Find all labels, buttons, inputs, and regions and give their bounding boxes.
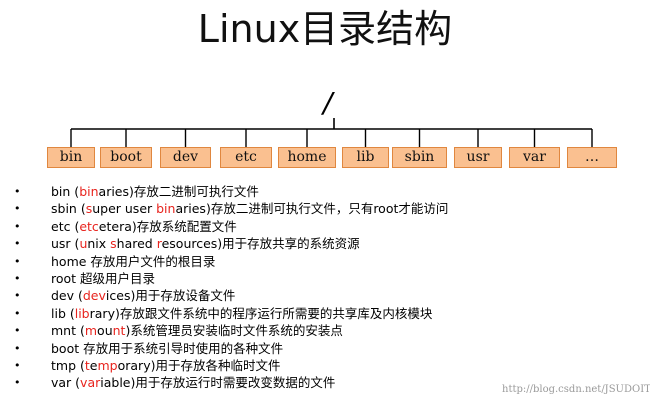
root-directory-label: / <box>323 86 333 119</box>
text-segment: lib ( <box>51 305 75 321</box>
text-segment: iable)用于存放运行时需要改变数据的文件 <box>100 375 336 391</box>
directory-box-home: home <box>278 147 336 168</box>
text-segment: esources)用于存放共享的系统资源 <box>161 236 360 252</box>
text-segment: root 超级用户目录 <box>51 270 156 286</box>
description-text: lib (library)存放跟文件系统中的程序运行所需要的共享库及内核模块 <box>51 305 432 322</box>
text-segment: hared <box>116 236 157 252</box>
text-segment: bin ( <box>51 184 80 199</box>
branch-lines <box>70 129 593 147</box>
description-text: mnt (mount)系统管理员安装临时文件系统的安装点 <box>51 322 343 339</box>
description-text: root 超级用户目录 <box>51 270 155 287</box>
description-text: bin (binaries)存放二进制可执行文件 <box>51 183 259 200</box>
text-segment: dev ( <box>51 288 83 304</box>
text-segment: nix <box>87 236 111 252</box>
description-text: dev (devices)用于存放设备文件 <box>51 287 235 304</box>
description-text: usr (unix shared resources)用于存放共享的系统资源 <box>51 235 360 252</box>
watermark: http://blog.csdn.net/JSUDOIT <box>502 384 650 395</box>
bullet-icon: • <box>14 341 21 355</box>
text-segment: etc ( <box>51 218 80 234</box>
text-segment: usr ( <box>51 236 80 252</box>
bullet-icon: • <box>14 376 21 390</box>
text-segment: orary)用于存放各种临时文件 <box>117 357 281 373</box>
highlighted-abbreviation: u <box>79 236 88 252</box>
text-segment: home 存放用户文件的根目录 <box>51 253 216 269</box>
directory-box-bin: bin <box>47 147 95 168</box>
highlighted-abbreviation: dev <box>82 288 106 304</box>
bullet-icon: • <box>14 185 21 198</box>
bullet-icon: • <box>14 271 21 285</box>
directory-box-boot: boot <box>100 147 152 168</box>
directory-box-var: var <box>509 147 560 168</box>
highlighted-abbreviation: var <box>80 375 101 391</box>
text-segment: uper user <box>92 201 157 217</box>
text-segment: mnt ( <box>51 323 85 339</box>
text-segment: etera)存放系统配置文件 <box>98 218 237 234</box>
page-title: Linux目录结构 <box>197 7 453 51</box>
bullet-icon: • <box>14 358 21 372</box>
highlighted-abbreviation: bin <box>79 184 99 199</box>
highlighted-abbreviation: etc <box>79 218 99 234</box>
text-segment: sbin ( <box>51 201 86 217</box>
highlighted-abbreviation: t <box>84 357 90 373</box>
bullet-icon: • <box>14 254 21 268</box>
highlighted-abbreviation: bin <box>156 201 176 217</box>
directory-box-usr: usr <box>454 147 502 168</box>
bullet-icon: • <box>14 324 21 338</box>
highlighted-abbreviation: r <box>156 236 162 252</box>
highlighted-abbreviation: nt <box>112 323 126 339</box>
highlighted-abbreviation: s <box>110 236 117 252</box>
text-segment: e <box>89 357 98 373</box>
description-text: var (variable)用于存放运行时需要改变数据的文件 <box>51 374 335 391</box>
bullet-icon: • <box>14 306 21 320</box>
highlighted-abbreviation: lib <box>74 305 90 321</box>
directory-box-sbin: sbin <box>392 147 447 168</box>
bullet-icon: • <box>14 237 21 251</box>
description-text: sbin (super user binaries)存放二进制可执行文件，只有r… <box>51 200 448 217</box>
text-segment: rary)存放跟文件系统中的程序运行所需要的共享库及内核模块 <box>89 305 433 321</box>
highlighted-abbreviation: m <box>84 323 98 339</box>
text-segment: aries)存放二进制可执行文件，只有root才能访问 <box>175 201 449 217</box>
directory-box-etc: etc <box>220 147 272 168</box>
bullet-icon: • <box>14 219 21 233</box>
text-segment: ices)用于存放设备文件 <box>105 288 236 304</box>
bullet-icon: • <box>14 202 21 216</box>
description-text: tmp (temporary)用于存放各种临时文件 <box>51 357 280 374</box>
highlighted-abbreviation: mp <box>97 357 118 373</box>
description-text: home 存放用户文件的根目录 <box>51 253 215 270</box>
directory-box-dev: dev <box>160 147 211 168</box>
bullet-icon: • <box>14 289 21 303</box>
directory-box-more: … <box>567 147 617 168</box>
description-text: etc (etcetera)存放系统配置文件 <box>51 218 237 235</box>
text-segment: ou <box>97 323 113 339</box>
text-segment: boot 存放用于系统引导时使用的各种文件 <box>51 340 284 356</box>
text-segment: var ( <box>51 375 81 391</box>
text-segment: aries)存放二进制可执行文件 <box>98 184 259 199</box>
highlighted-abbreviation: s <box>85 201 93 217</box>
text-segment: tmp ( <box>51 357 85 373</box>
text-segment: )系统管理员安装临时文件系统的安装点 <box>125 323 343 339</box>
description-text: boot 存放用于系统引导时使用的各种文件 <box>51 340 283 357</box>
directory-box-lib: lib <box>342 147 389 168</box>
